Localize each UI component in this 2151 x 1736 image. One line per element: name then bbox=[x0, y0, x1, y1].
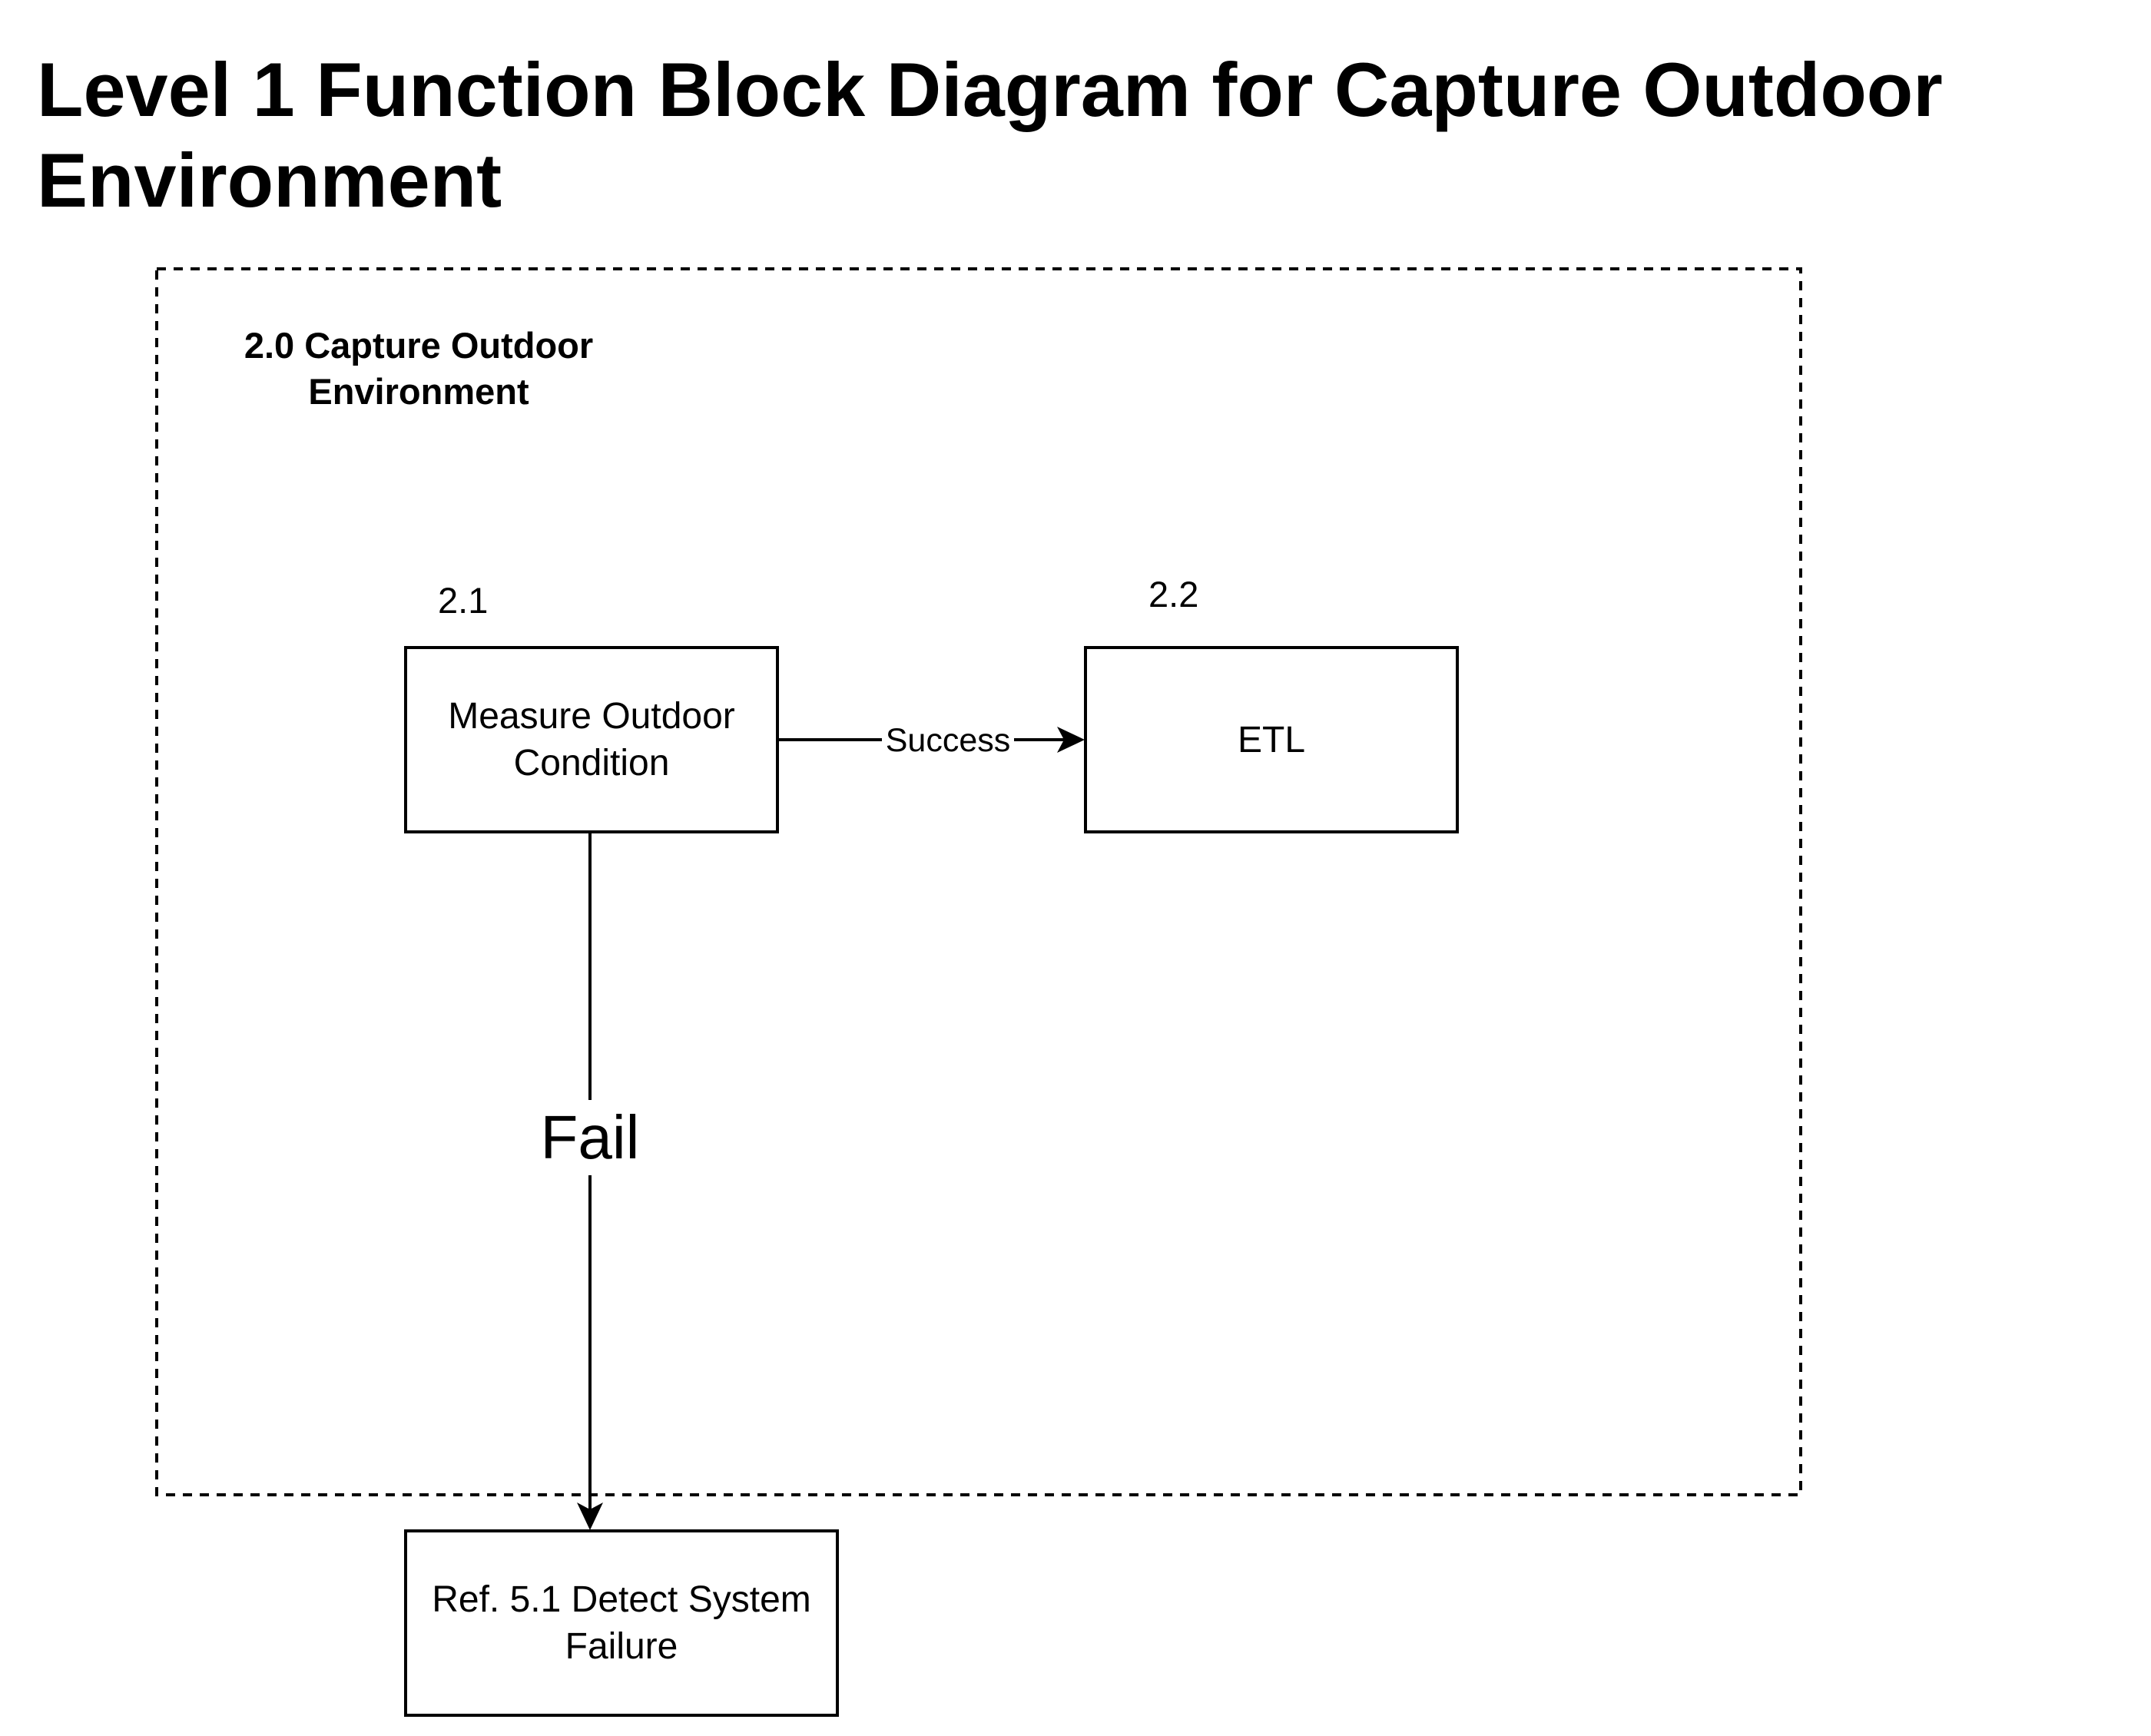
system-boundary-label: 2.0 Capture Outdoor Environment bbox=[223, 323, 615, 415]
edge-fail-label: Fail bbox=[530, 1100, 650, 1175]
page-title: Level 1 Function Block Diagram for Captu… bbox=[37, 45, 2034, 226]
block-detect-system-failure[interactable] bbox=[404, 1529, 839, 1717]
edge-success-label: Success bbox=[882, 719, 1014, 762]
block-etl-label: ETL bbox=[1085, 648, 1457, 832]
block-measure-outdoor-condition-label: Measure Outdoor Condition bbox=[406, 648, 777, 832]
block-label-line: Condition bbox=[513, 743, 670, 784]
system-boundary-label-line-1: 2.0 Capture Outdoor bbox=[244, 325, 594, 366]
block-label-line: ETL bbox=[1237, 719, 1306, 760]
system-boundary bbox=[155, 267, 1802, 1496]
block-etl[interactable] bbox=[1084, 646, 1459, 833]
block-id-2-2: 2.2 bbox=[1148, 574, 1199, 615]
page-title-line-1: Level 1 Function Block Diagram for Captu… bbox=[37, 47, 1943, 132]
system-boundary-label-line-2: Environment bbox=[308, 371, 529, 412]
edge-fail-arrowhead bbox=[577, 1502, 603, 1530]
block-id-2-1: 2.1 bbox=[438, 580, 489, 621]
page-title-line-2: Environment bbox=[37, 137, 502, 223]
block-detect-system-failure-label: Ref. 5.1 Detect System Failure bbox=[406, 1531, 837, 1715]
block-label-line: Measure Outdoor bbox=[448, 696, 735, 737]
edge-success-arrowhead bbox=[1057, 727, 1085, 753]
block-label-line: Ref. 5.1 Detect System bbox=[432, 1579, 811, 1620]
block-label-line: Failure bbox=[565, 1626, 678, 1667]
